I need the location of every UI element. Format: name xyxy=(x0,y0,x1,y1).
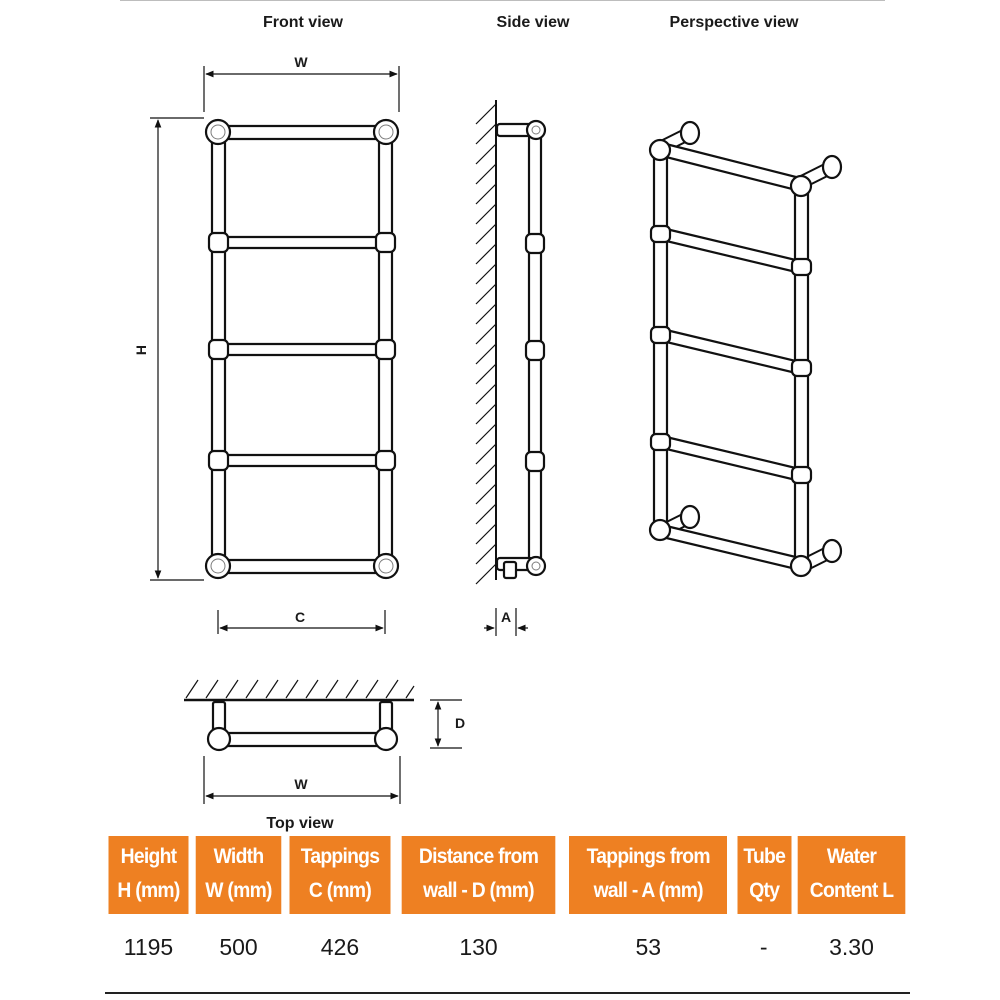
dim-d-label: D xyxy=(455,715,465,731)
cell-height: 1195 xyxy=(123,934,174,960)
dim-a-label: A xyxy=(501,609,511,625)
cell-width: 500 xyxy=(219,934,258,960)
cell-tappings: 426 xyxy=(320,934,360,960)
perspective-view xyxy=(648,120,843,578)
front-view-label: Front view xyxy=(263,14,344,31)
technical-drawing: Front view Side view Perspective view To… xyxy=(133,14,843,832)
cell-distance: 130 xyxy=(459,934,498,960)
dim-c-label: C xyxy=(295,609,305,625)
dim-h-label: H xyxy=(133,345,149,355)
perspective-view-label: Perspective view xyxy=(670,14,800,31)
top-view: D W xyxy=(184,679,465,804)
side-view: A xyxy=(475,100,547,636)
side-view-label: Side view xyxy=(497,14,570,31)
cell-tube-qty: - xyxy=(759,934,768,960)
cell-water-content: 3.30 xyxy=(829,934,874,960)
cell-tappings-wall: 53 xyxy=(635,934,662,960)
dim-w-top-label: W xyxy=(294,776,308,792)
dim-w-label: W xyxy=(294,54,308,70)
top-view-label: Top view xyxy=(266,815,334,832)
top-divider xyxy=(120,0,885,1)
table-bottom-rule xyxy=(105,992,910,994)
front-view: W H C xyxy=(133,54,400,634)
table-row: 1195 500 426 130 53 - 3.30 xyxy=(105,914,910,983)
